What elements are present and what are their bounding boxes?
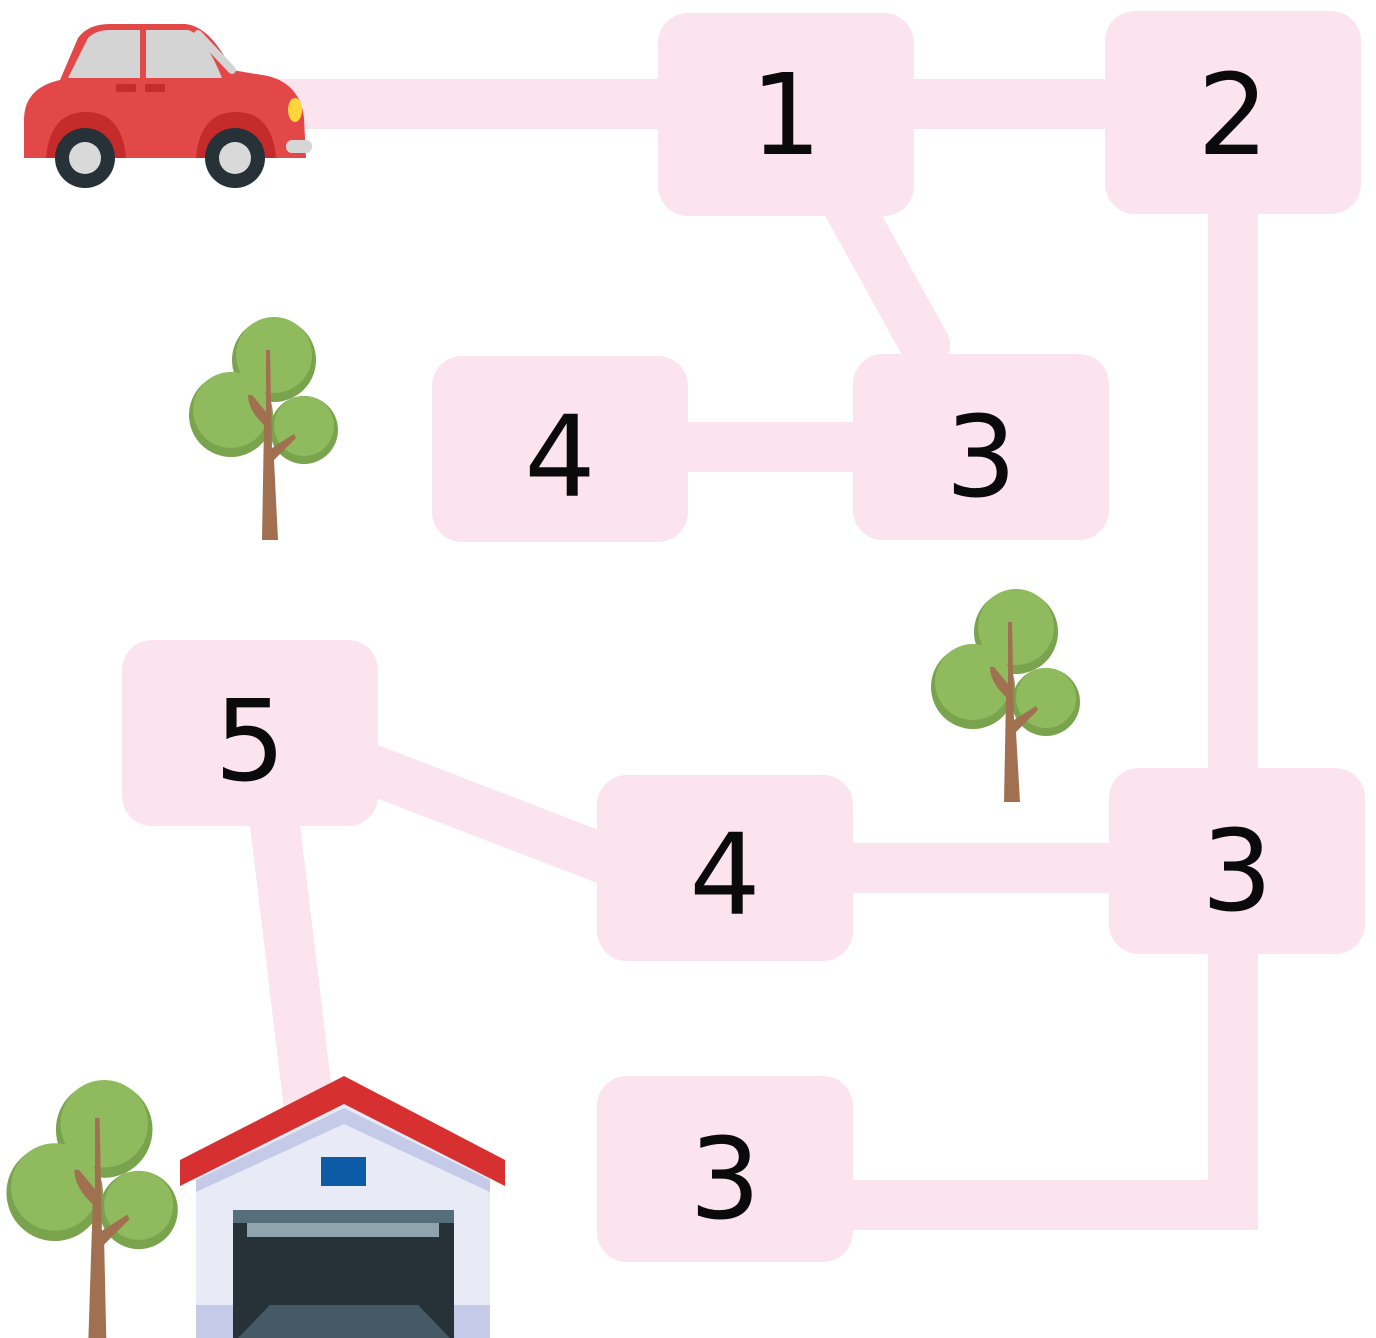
tile-value: 5 (214, 677, 285, 807)
tile-value: 4 (524, 393, 595, 523)
road-1-to-3 (845, 200, 925, 345)
number-tile[interactable]: 5 (122, 640, 378, 826)
number-tile[interactable]: 1 (658, 13, 914, 216)
tile-value: 3 (689, 1115, 760, 1245)
road-5-to-garage (272, 800, 308, 1100)
tile-value: 2 (1197, 51, 1268, 181)
tile-value: 1 (750, 51, 821, 181)
number-tile[interactable]: 3 (597, 1076, 853, 1262)
tile-value: 3 (945, 393, 1016, 523)
tree-icon (6, 1080, 177, 1338)
number-tile[interactable]: 2 (1105, 11, 1361, 214)
car-icon (24, 24, 312, 188)
number-tile[interactable]: 4 (597, 775, 853, 961)
tree-icon (931, 589, 1080, 802)
road-5-to-4 (360, 765, 620, 865)
tile-value: 4 (689, 811, 760, 941)
number-tile[interactable]: 4 (432, 356, 688, 542)
tile-value: 3 (1201, 807, 1272, 937)
tree-icon (189, 317, 338, 540)
garage-icon (180, 1076, 505, 1338)
number-tile[interactable]: 3 (853, 354, 1109, 540)
number-tile[interactable]: 3 (1109, 768, 1365, 954)
road-3-to-3-bottom (840, 940, 1233, 1205)
roads (270, 104, 1233, 1205)
